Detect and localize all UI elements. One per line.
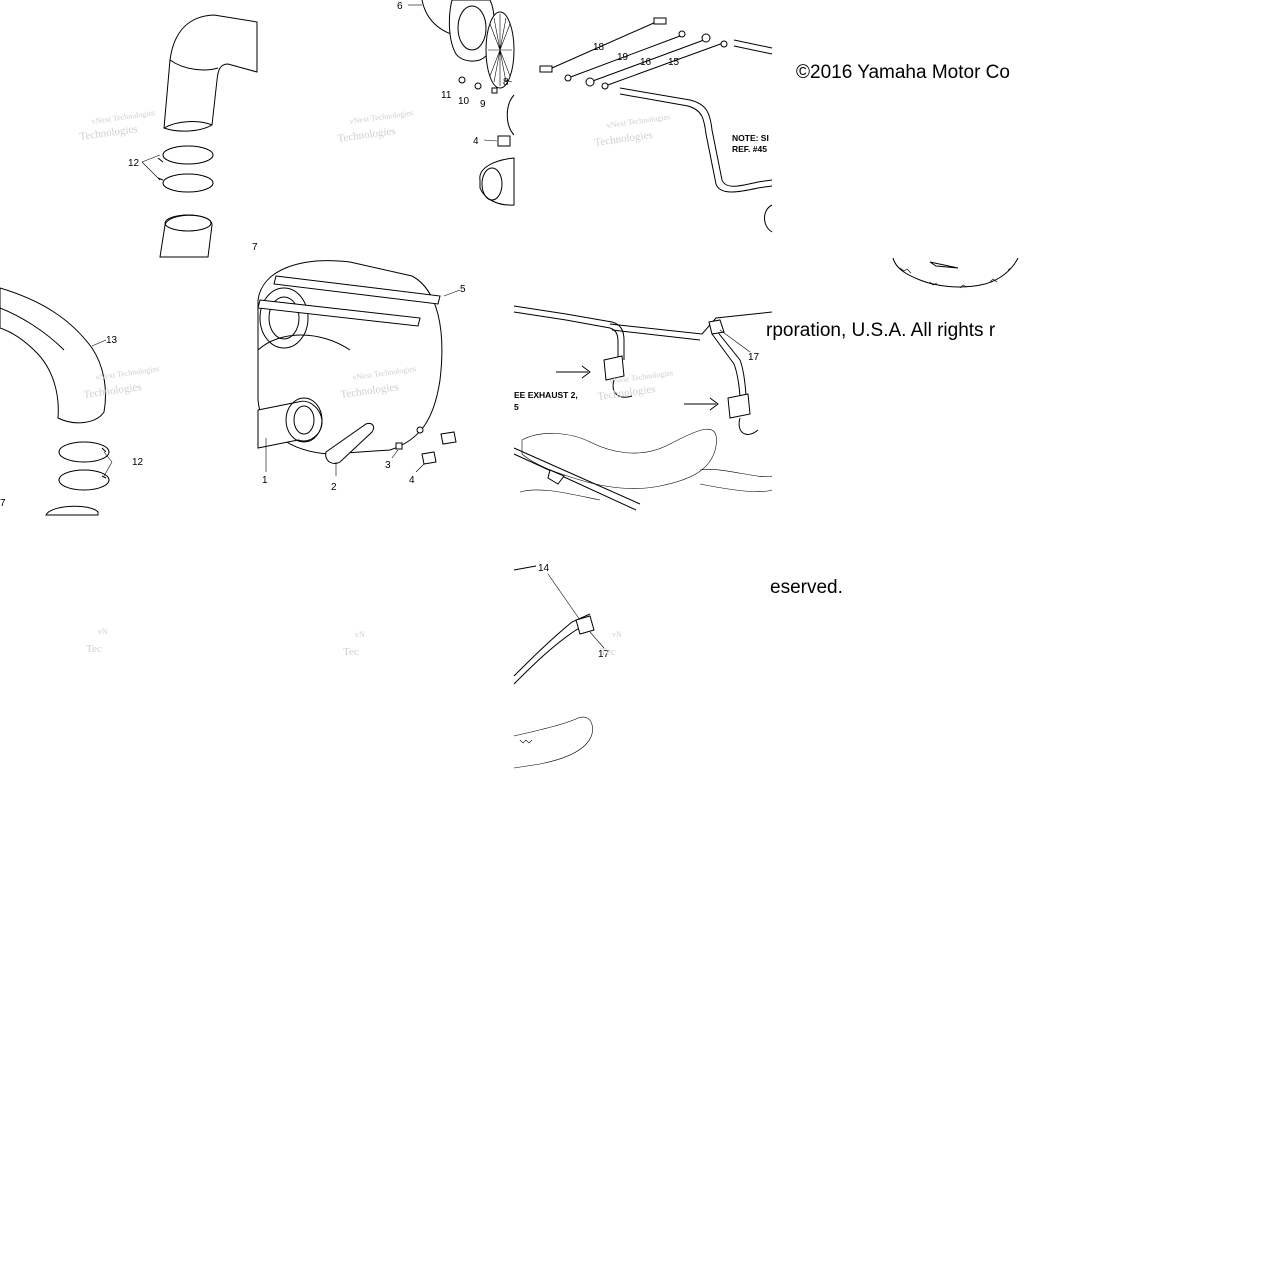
callout-12: 12	[128, 158, 140, 169]
hull-outline	[513, 716, 593, 769]
hose-clamp	[162, 173, 214, 193]
tile-bottom-watermarks: vN Tec vN Tec	[86, 627, 365, 658]
tile-elbow-pipe: 12 vNext Technologies Technologies	[79, 14, 258, 258]
callout-17: 17	[598, 649, 610, 660]
callout-8: 8	[503, 77, 509, 88]
watermark-text: vN	[612, 630, 622, 639]
water-hose	[513, 613, 591, 677]
note-text: NOTE: SI	[732, 133, 769, 143]
hose-clamp	[58, 441, 110, 463]
watermark-text: vNext Technologies	[606, 112, 671, 130]
flow-arrow	[556, 365, 591, 379]
watermark-text: vNext Technologies	[349, 108, 414, 126]
callout-18: 18	[593, 42, 605, 53]
callout-5: 5	[460, 284, 466, 295]
callout-4: 4	[473, 136, 479, 147]
callout-16: 16	[640, 57, 652, 68]
copyright-text: eserved.	[770, 577, 843, 598]
callout-7: 7	[0, 498, 6, 509]
watermark-text: Tec	[86, 643, 102, 655]
callout-6: 6	[397, 1, 403, 12]
watermark-text: Technologies	[597, 383, 657, 403]
elbow-pipe	[163, 14, 258, 132]
watermark-text: Technologies	[337, 125, 397, 145]
watermark-text: Technologies	[594, 129, 654, 149]
hose-clamp	[58, 469, 110, 491]
tile-muffler-end: 6 8 9 10 11 4 vNext Technologies Technol…	[337, 0, 515, 206]
callout-10: 10	[458, 96, 470, 107]
mounting-strap	[257, 299, 421, 327]
tee-fitting	[603, 355, 625, 381]
flow-arrow	[684, 397, 719, 411]
tile-hull-fragment	[892, 257, 1019, 289]
watermark-text: Tec	[600, 646, 616, 658]
callout-3: 3	[385, 460, 391, 471]
pipe-stub	[159, 214, 213, 258]
hose-clamp	[162, 145, 214, 165]
tile-drain-hose: 14 17 vN Tec	[513, 563, 622, 769]
callout-15: 15	[668, 57, 680, 68]
note-text: EE EXHAUST 2,	[514, 390, 578, 400]
callout-11: 11	[441, 90, 452, 101]
watermark-text: vNext Technologies	[91, 108, 156, 126]
callout-7: 7	[252, 242, 258, 253]
watermark-text: Technologies	[79, 123, 139, 143]
callout-9: 9	[480, 99, 486, 110]
tee-fitting	[727, 393, 751, 419]
copyright-text: ©2016 Yamaha Motor Co	[796, 62, 1010, 83]
watermark-text: vNext Technologies	[95, 364, 160, 382]
watermark-text: vN	[355, 630, 365, 639]
tile-water-routing: 17 EE EXHAUST 2, 5 vNext Technologies Te…	[513, 305, 773, 511]
mounting-strap	[273, 275, 441, 305]
callout-12: 12	[132, 457, 144, 468]
callout-1: 1	[262, 475, 268, 486]
copyright-text: rporation, U.S.A. All rights r	[766, 320, 996, 341]
tile-big-elbow: 13 12 7 vNext Technologies Technologies	[0, 287, 160, 516]
callout-19: 19	[617, 52, 629, 63]
water-hose	[513, 305, 625, 360]
tile-muffler-body: 7 5 1 2 3 4 vNext Technologies Technolog…	[252, 242, 466, 493]
bracket-clip	[497, 135, 511, 147]
elbow-pipe	[0, 287, 106, 424]
note-text: REF. #45	[732, 144, 767, 154]
water-hose	[619, 87, 773, 187]
bracket-clip	[421, 451, 437, 465]
note-text: 5	[514, 402, 519, 412]
callout-17: 17	[748, 352, 760, 363]
heat-shield	[325, 423, 375, 465]
callout-14: 14	[538, 563, 550, 574]
callout-13: 13	[106, 335, 118, 346]
hull-outline	[521, 428, 717, 489]
callout-4: 4	[409, 475, 415, 486]
callout-2: 2	[331, 482, 337, 493]
watermark-text: vN	[98, 627, 108, 636]
tile-water-lines: 18 19 16 15 NOTE: SI REF. #45 vNext Tech…	[539, 17, 773, 233]
watermark-text: Tec	[343, 646, 359, 658]
